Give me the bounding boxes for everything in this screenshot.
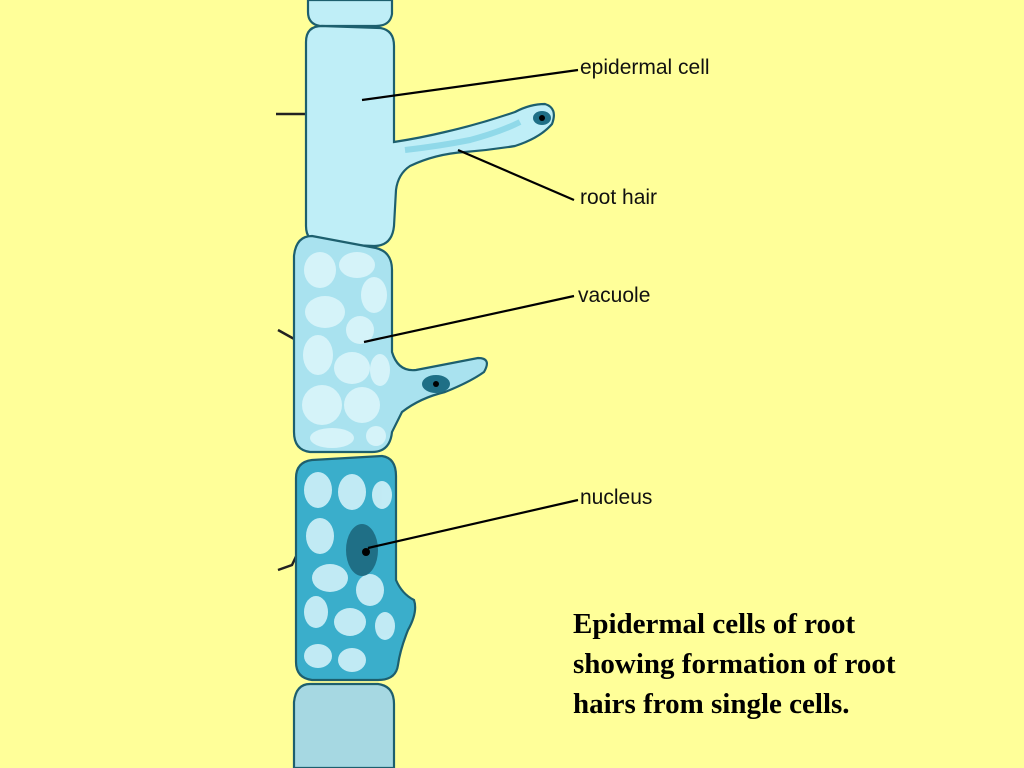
diagram-caption: Epidermal cells of root showing formatio… (573, 604, 1013, 724)
label-epidermal-cell: epidermal cell (580, 56, 710, 79)
caption-line-2: showing formation of root (573, 644, 1013, 684)
top-cell (308, 0, 392, 26)
caption-line-1: Epidermal cells of root (573, 604, 1013, 644)
epidermal-cell-with-root-hair (306, 26, 554, 246)
vacuolated-cell (294, 236, 487, 452)
label-vacuole: vacuole (578, 284, 650, 307)
label-root-hair: root hair (580, 186, 657, 209)
young-cell (296, 456, 415, 680)
label-nucleus: nucleus (580, 486, 652, 509)
bottom-cell (294, 684, 394, 768)
cell-nucleus (346, 524, 378, 576)
caption-line-3: hairs from single cells. (573, 684, 1013, 724)
